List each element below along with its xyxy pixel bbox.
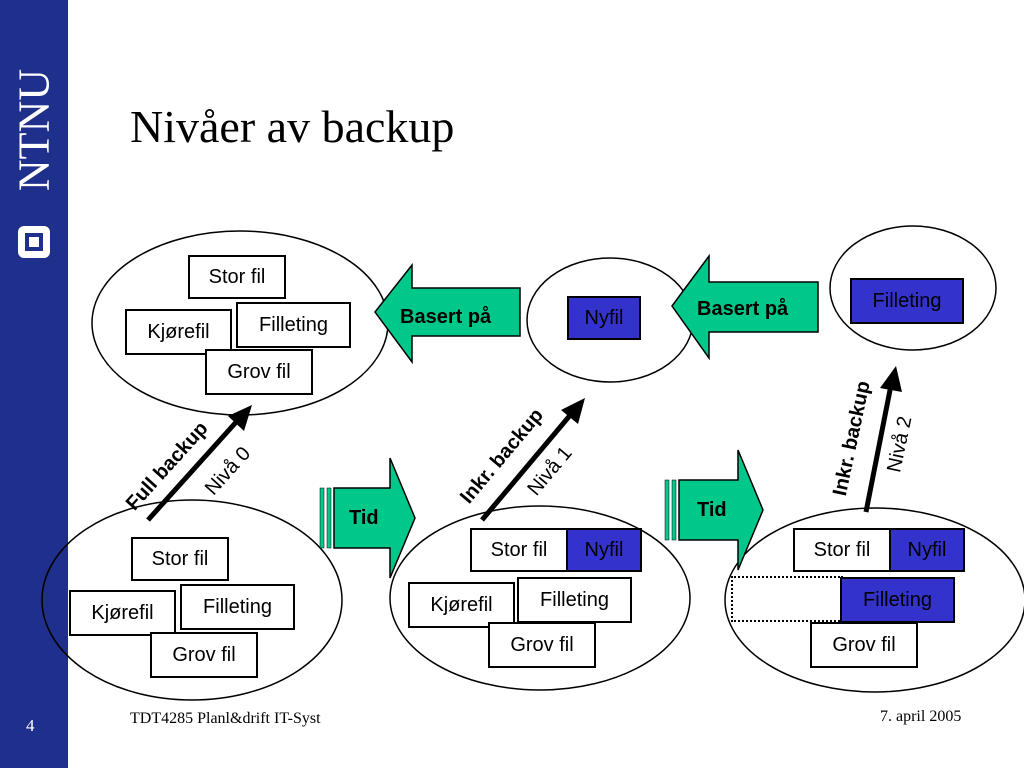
tid-label-1: Tid bbox=[349, 507, 379, 529]
file-box-grov-fil: Grov fil bbox=[488, 622, 596, 668]
footer-course: TDT4285 Planl&drift IT-Syst bbox=[130, 710, 321, 727]
ellipse-state-1 bbox=[41, 499, 343, 701]
file-box-nyfil: Nyfil bbox=[889, 528, 965, 572]
page-number: 4 bbox=[26, 716, 35, 735]
tid-arrow-1-stripe bbox=[326, 487, 332, 549]
file-box-nyfil: Nyfil bbox=[567, 296, 641, 340]
file-box-filleting: Filleting bbox=[180, 584, 295, 630]
footer-date: 7. april 2005 bbox=[880, 708, 962, 725]
file-box-filleting: Filleting bbox=[236, 302, 351, 348]
file-box-grov-fil: Grov fil bbox=[810, 622, 918, 668]
deleted-file-placeholder bbox=[731, 576, 843, 622]
tid-arrow-2-shape bbox=[678, 449, 764, 571]
tid-label-2: Tid bbox=[697, 499, 727, 521]
ellipse-level2-result bbox=[829, 225, 997, 351]
file-box-filleting-changed: Filleting bbox=[840, 577, 955, 623]
file-box-filleting: Filleting bbox=[517, 577, 632, 623]
basert-pa-arrow-1-shape bbox=[374, 262, 521, 365]
file-box-kjorefil: Kjørefil bbox=[408, 582, 515, 628]
file-box-grov-fil: Grov fil bbox=[205, 349, 313, 395]
ellipse-state-2 bbox=[389, 505, 691, 691]
file-box-nyfil: Nyfil bbox=[566, 528, 642, 572]
tid-arrow-2-stripe bbox=[664, 479, 670, 541]
inkr-backup-arrow-1-head bbox=[561, 398, 585, 424]
file-box-stor-fil: Stor fil bbox=[131, 537, 229, 581]
ntnu-logo-text: NTNU bbox=[14, 69, 54, 191]
inkr-backup-arrow-2-head bbox=[880, 366, 902, 392]
basert-pa-label-2: Basert på bbox=[697, 298, 789, 320]
file-box-filleting-changed: Filleting bbox=[850, 278, 964, 324]
inkr-backup-arrow-2-line bbox=[863, 384, 894, 513]
inkr-backup-arrow-1-line bbox=[480, 411, 574, 522]
slide-title: Nivåer av backup bbox=[130, 101, 455, 152]
sidebar: NTNU 4 bbox=[0, 0, 68, 768]
full-backup-arrow-head bbox=[228, 405, 252, 431]
file-box-stor-fil: Stor fil bbox=[470, 528, 568, 572]
file-box-grov-fil: Grov fil bbox=[150, 632, 258, 678]
basert-pa-label-1: Basert på bbox=[400, 306, 492, 328]
tid-arrow-2-stripe bbox=[671, 479, 677, 541]
svg-text:NTNU: NTNU bbox=[14, 69, 54, 191]
basert-pa-arrow-2-shape bbox=[671, 253, 819, 361]
file-box-kjorefil: Kjørefil bbox=[69, 590, 176, 636]
full-backup-arrow-line bbox=[146, 418, 240, 522]
file-box-kjorefil: Kjørefil bbox=[125, 309, 232, 355]
tid-arrow-1-stripe bbox=[319, 487, 325, 549]
ellipse-state-3 bbox=[724, 507, 1024, 693]
file-box-stor-fil: Stor fil bbox=[793, 528, 891, 572]
file-box-stor-fil: Stor fil bbox=[188, 255, 286, 299]
tid-arrow-1-shape bbox=[333, 457, 416, 579]
ntnu-logo-icon bbox=[18, 226, 50, 258]
